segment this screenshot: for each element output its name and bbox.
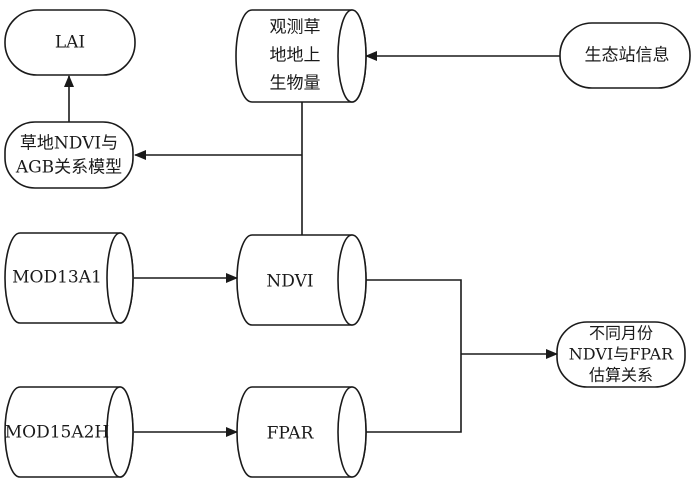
node-mod15a2h-label: MOD15A2H [5, 423, 110, 443]
node-mod13a1-label: MOD13A1 [12, 268, 102, 288]
node-ndvi-agb-model-line-1: 草地NDVI与 [20, 134, 118, 154]
node-lai: LAI [4, 9, 136, 76]
node-monthly-relation-line-2: NDVI与FPAR [569, 345, 674, 364]
node-fpar: FPAR [236, 386, 367, 478]
node-eco-station: 生态站信息 [559, 22, 691, 89]
node-eco-station-label: 生态站信息 [585, 46, 670, 66]
node-observed-agb: 观测草 地地上 生物量 [235, 9, 367, 103]
node-observed-agb-line-1: 观测草 [270, 18, 321, 38]
node-monthly-relation-line-3: 估算关系 [589, 366, 653, 385]
node-lai-label: LAI [55, 33, 85, 53]
node-observed-agb-line-2: 地地上 [270, 46, 321, 66]
node-ndvi-label: NDVI [266, 272, 313, 292]
node-monthly-relation-line-1: 不同月份 [589, 324, 653, 343]
edge-ndvi-to-junction [366, 279, 462, 354]
node-monthly-relation: 不同月份 NDVI与FPAR 估算关系 [556, 321, 686, 388]
edge-fpar-to-junction [366, 354, 462, 433]
node-fpar-label: FPAR [267, 424, 315, 444]
node-ndvi-agb-model-line-2: AGB关系模型 [15, 158, 122, 178]
node-mod13a1: MOD13A1 [4, 232, 134, 324]
node-ndvi: NDVI [236, 234, 367, 326]
node-observed-agb-line-3: 生物量 [270, 74, 321, 94]
node-mod15a2h: MOD15A2H [4, 386, 134, 478]
node-ndvi-agb-model: 草地NDVI与 AGB关系模型 [4, 121, 134, 189]
